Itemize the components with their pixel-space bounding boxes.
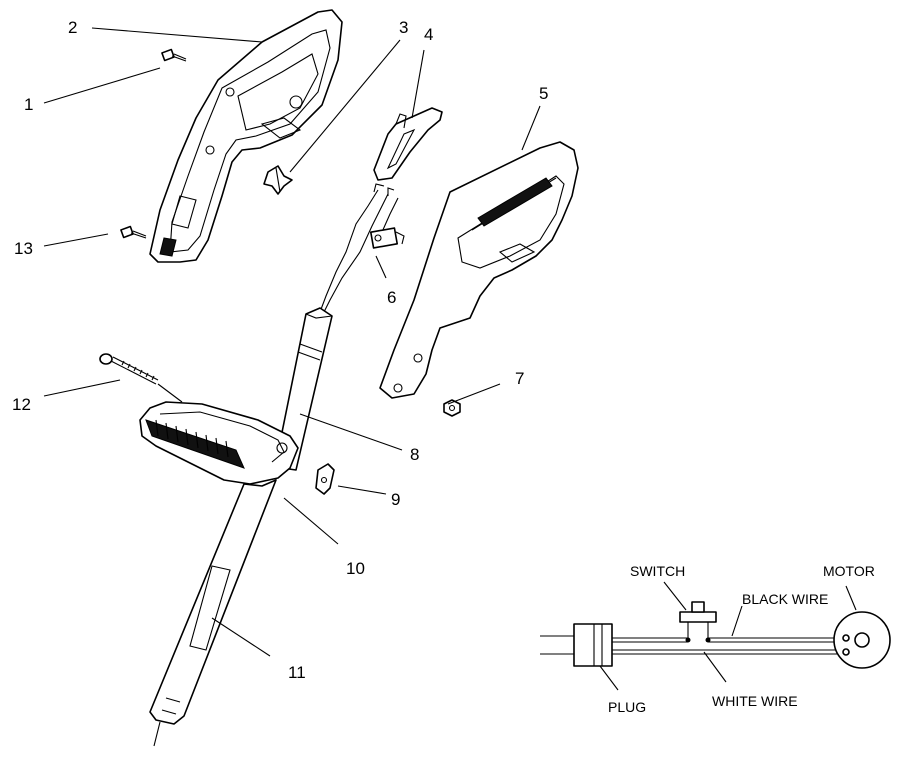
callout-9: 9 (391, 490, 400, 509)
long-bolt (99, 353, 159, 385)
callout-1: 1 (24, 95, 33, 114)
callout-2: 2 (68, 18, 77, 37)
right-handle-half (379, 141, 579, 399)
callout-10: 10 (346, 559, 365, 578)
wire-harness (319, 183, 405, 313)
screw-upper (161, 48, 187, 62)
left-handle-half (149, 9, 343, 263)
callout-numbers: 1 2 3 4 5 6 7 8 9 10 11 12 13 (12, 18, 548, 682)
screw-lower (120, 225, 147, 239)
callout-13: 13 (14, 239, 33, 258)
switch-clip (263, 165, 293, 195)
plug-label: PLUG (608, 699, 646, 715)
handle-clip (315, 463, 335, 495)
switch-symbol (679, 601, 717, 643)
callout-11: 11 (288, 663, 306, 682)
leader-lines (43, 27, 541, 657)
callout-3: 3 (399, 18, 408, 37)
callout-7: 7 (515, 369, 524, 388)
callout-8: 8 (410, 445, 419, 464)
callout-12: 12 (12, 395, 31, 414)
callout-4: 4 (424, 25, 433, 44)
lower-tube (149, 479, 277, 747)
front-handle (139, 401, 299, 485)
switch-trigger (373, 107, 443, 181)
motor-label: MOTOR (823, 563, 875, 579)
wiring-schematic: SWITCH MOTOR BLACK WIRE WHITE WIRE PLUG (540, 563, 891, 715)
plug-symbol (573, 623, 613, 667)
white-wire-label: WHITE WIRE (712, 693, 798, 709)
callout-5: 5 (539, 84, 548, 103)
motor-symbol (833, 611, 891, 669)
black-wire-label: BLACK WIRE (742, 591, 828, 607)
callout-6: 6 (387, 288, 396, 307)
switch-label: SWITCH (630, 563, 685, 579)
